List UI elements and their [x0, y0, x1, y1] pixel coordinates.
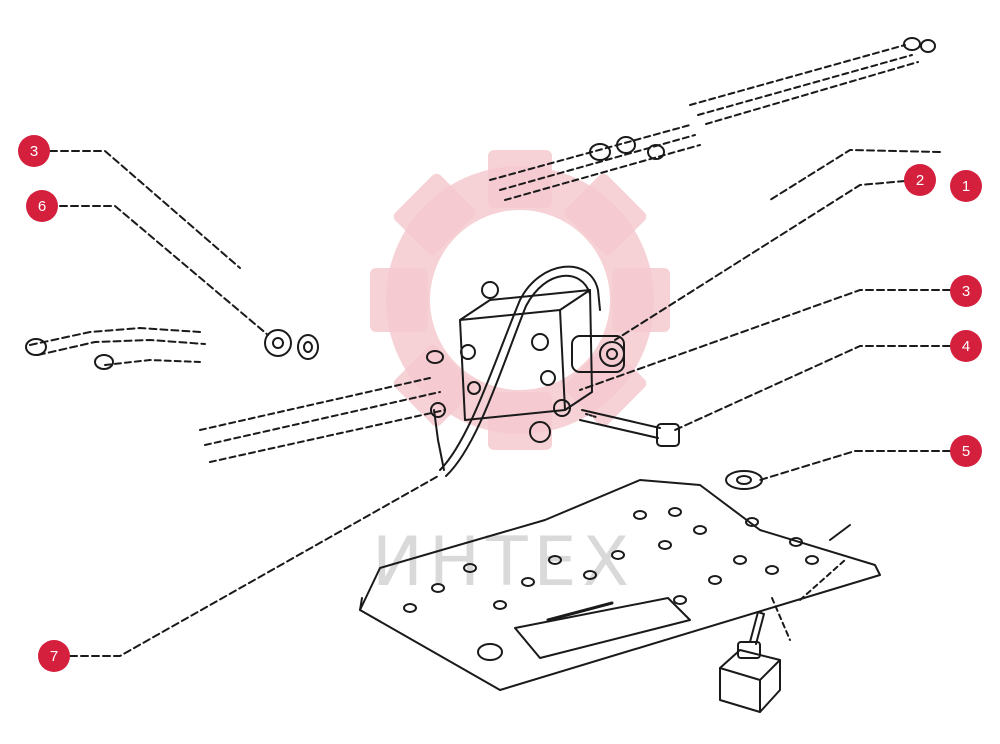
- leader-line-5: [759, 450, 951, 481]
- leader-line-2: [614, 180, 906, 341]
- callout-number: 3: [30, 143, 38, 160]
- valve-block: [426, 281, 625, 443]
- callout-number: 5: [962, 443, 970, 460]
- watermark-text: ИНТЕХ: [372, 523, 635, 602]
- line-art: [25, 37, 936, 713]
- leader-line-1: [769, 148, 941, 201]
- leader-line-7: [69, 474, 441, 657]
- callout-3-right: 3: [950, 275, 982, 307]
- callout-6: 6: [26, 190, 58, 222]
- leader-line-3-right: [579, 289, 951, 391]
- toggle-switch: [719, 597, 791, 713]
- callout-4: 4: [950, 330, 982, 362]
- bolt: [579, 409, 680, 447]
- leader-line-4: [674, 345, 951, 431]
- callout-number: 4: [962, 338, 970, 355]
- callout-1: 1: [950, 170, 982, 202]
- nut-washer-group: [264, 329, 319, 360]
- callout-5: 5: [950, 435, 982, 467]
- callout-number: 3: [962, 283, 970, 300]
- leader-lines: [49, 148, 951, 657]
- callout-number: 7: [50, 648, 58, 665]
- leader-line-6: [59, 205, 269, 336]
- leader-line-3-upper: [49, 150, 241, 269]
- washer: [725, 470, 763, 490]
- callouts: 1 2 3 3 4 5 6 7: [18, 135, 982, 672]
- left-rods: [25, 327, 446, 463]
- callout-7: 7: [38, 640, 70, 672]
- callout-2: 2: [904, 164, 936, 196]
- plate-holes: [403, 507, 819, 661]
- callout-number: 6: [38, 198, 46, 215]
- base-plate: [359, 479, 881, 691]
- hose-loop: [430, 265, 601, 477]
- callout-number: 2: [916, 172, 924, 189]
- callout-number: 1: [962, 178, 970, 195]
- rod-end-fittings: [589, 37, 936, 161]
- watermark: ИНТЕХ: [370, 150, 670, 602]
- callout-3-left: 3: [18, 135, 50, 167]
- gear-watermark-icon: [370, 150, 670, 450]
